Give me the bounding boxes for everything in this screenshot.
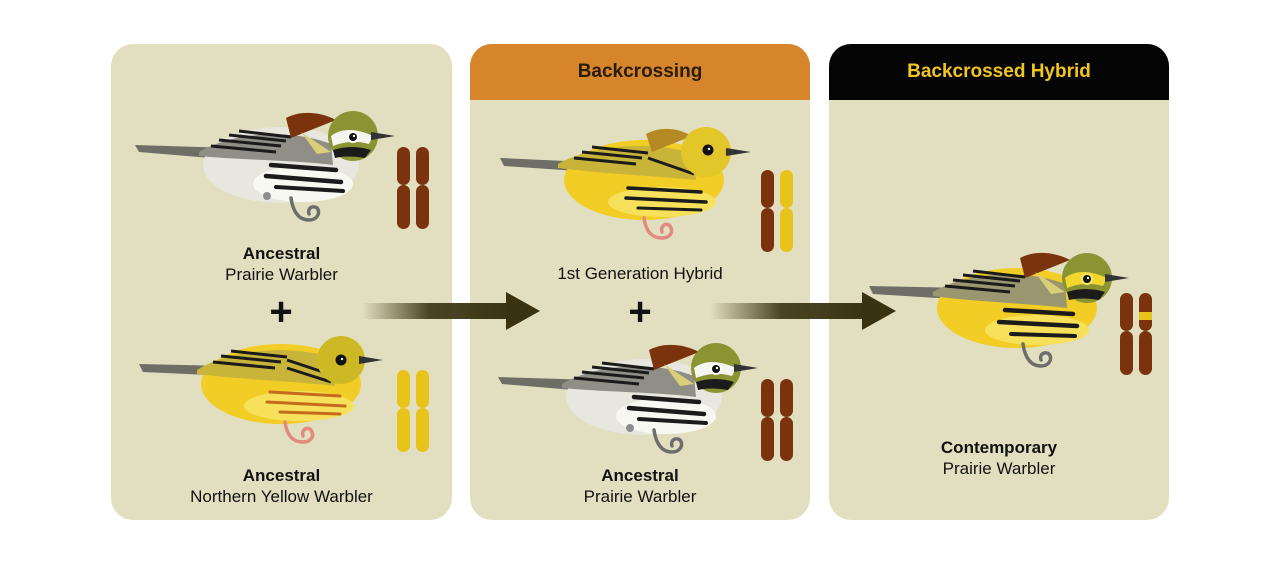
label-bold: Ancestral — [242, 466, 321, 485]
plus-operator: + — [269, 290, 293, 334]
ancestral-northern-yellow-warbler-label: Ancestral Northern Yellow Warbler — [111, 465, 452, 507]
label-name: Prairie Warbler — [583, 487, 697, 506]
label-name: Northern Yellow Warbler — [190, 487, 373, 506]
first-generation-hybrid-illustration — [500, 127, 751, 240]
label-name: Prairie Warbler — [942, 459, 1056, 478]
backcrossed-hybrid-header: Backcrossed Hybrid — [829, 44, 1169, 100]
hybrid-chromosome-pair — [761, 170, 793, 252]
northern-yellow-warbler-illustration — [139, 336, 383, 444]
label-name: Prairie Warbler — [225, 265, 338, 284]
label-bold: Ancestral — [601, 466, 679, 485]
arrow-right-icon — [710, 292, 896, 330]
contemporary-prairie-warbler-label: Contemporary Prairie Warbler — [829, 437, 1169, 479]
label-name: 1st Generation Hybrid — [557, 264, 723, 283]
prairie-chromosome-pair — [397, 147, 429, 229]
prairie-warbler-illustration — [498, 343, 758, 454]
ancestral-parents-panel: Ancestral Prairie Warbler + — [111, 44, 452, 520]
backcrossed-chromosome-pair — [1120, 293, 1152, 375]
ancestral-prairie-warbler-label: Ancestral Prairie Warbler — [470, 465, 810, 507]
yellow-chromosome-pair — [397, 370, 429, 452]
backcrossing-header: Backcrossing — [470, 44, 810, 100]
label-bold: Contemporary — [940, 438, 1058, 457]
prairie-chromosome-pair — [761, 379, 793, 461]
arrow-right-icon — [362, 292, 540, 330]
plus-operator: + — [628, 290, 652, 334]
backcrossed-hybrid-illustration — [869, 252, 1129, 368]
backcrossing-panel: Backcrossing 1st Generation Hyb — [470, 44, 810, 520]
label-bold: Ancestral — [242, 244, 321, 263]
backcrossed-hybrid-panel: Backcrossed Hybrid — [829, 44, 1169, 520]
first-generation-hybrid-label: 1st Generation Hybrid — [470, 263, 810, 284]
ancestral-prairie-warbler-label: Ancestral Prairie Warbler — [111, 243, 452, 285]
prairie-warbler-illustration — [135, 111, 395, 222]
